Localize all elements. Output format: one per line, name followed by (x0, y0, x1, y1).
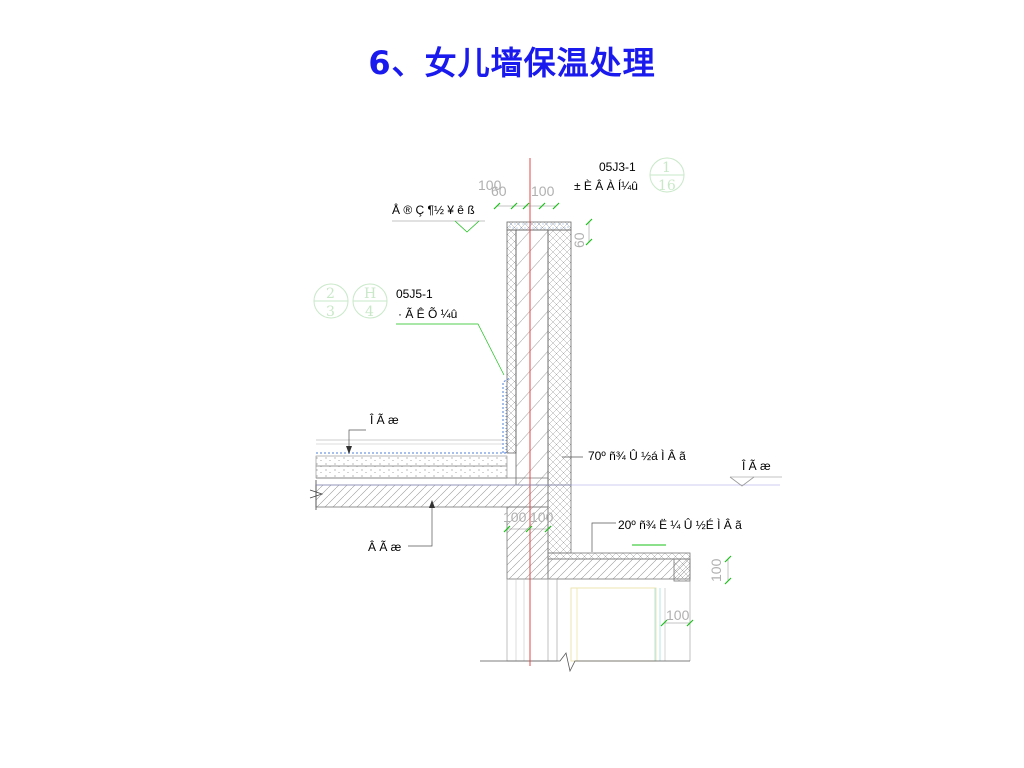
page-title: 6、女儿墙保温处理 (368, 44, 656, 82)
left-circle-a-sheet: 3 (326, 304, 335, 320)
roof-right-label: Î Ã æ (741, 458, 771, 473)
dim-60-vertical: 60 (571, 232, 587, 248)
dim-100-top: 100 (478, 177, 502, 193)
dim-100-right-top: 100 (531, 183, 555, 199)
insulation-70-note: 70º ñ¾ Û ½á Ì Â ã (562, 448, 686, 463)
top-ref-desc: ± È Â À Í¼û (574, 178, 638, 193)
parapet-note-label: Å ® Ç ¶½ ¥ ê ß (392, 202, 475, 217)
insulation-20-note: 20º ñ¾ Ë ¼ Û ½É Ì Â ã (591, 517, 742, 552)
left-circle-b-number: H (364, 286, 376, 302)
left-circle-a-number: 2 (326, 286, 335, 302)
waterproof-layer (316, 377, 511, 454)
beam-structure (480, 484, 691, 673)
roof-left-label: Î Ã æ (369, 412, 399, 427)
parapet-wall (506, 221, 572, 486)
parapet-top-note: Å ® Ç ¶½ ¥ ê ß (392, 202, 485, 233)
floor-label: Â Ã æ (368, 539, 402, 554)
floor-elevation: Â Ã æ (368, 500, 435, 554)
reference-mid: 05J5-1 · Ã Ê Õ ¼û (396, 287, 505, 376)
reference-top: 05J3-1 ± È Â À Í¼û (574, 160, 638, 193)
roof-elevation-left: Î Ã æ (346, 412, 399, 454)
dimension-labels: 100 60 100 60 100 100 100 100 (478, 177, 724, 623)
mid-ref-desc: · Ã Ê Õ ¼û (398, 306, 457, 321)
dim-100-mid-b: 100 (530, 509, 554, 525)
dim-100-mid-a: 100 (503, 509, 527, 525)
dim-100-vertical-right: 100 (708, 558, 724, 582)
top-circle-number: 1 (662, 160, 671, 176)
mid-ref-code: 05J5-1 (396, 287, 433, 301)
dim-100-bottom: 100 (666, 607, 690, 623)
insulation-20-label: 20º ñ¾ Ë ¼ Û ½É Ì Â ã (618, 517, 742, 532)
dimension-ticks (493, 202, 732, 627)
dim-60-top: 60 (491, 183, 507, 199)
top-circle-sheet: 16 (658, 178, 676, 194)
left-circle-b-sheet: 4 (365, 304, 374, 320)
axis-lines (316, 158, 780, 666)
top-ref-code: 05J3-1 (599, 160, 636, 174)
detail-reference-top: 1 16 (649, 157, 685, 194)
roof-elevation-right: Î Ã æ (729, 458, 782, 487)
detail-reference-left: 2 3 H 4 (313, 283, 388, 320)
insulation-70-label: 70º ñ¾ Û ½á Ì Â ã (588, 448, 686, 463)
